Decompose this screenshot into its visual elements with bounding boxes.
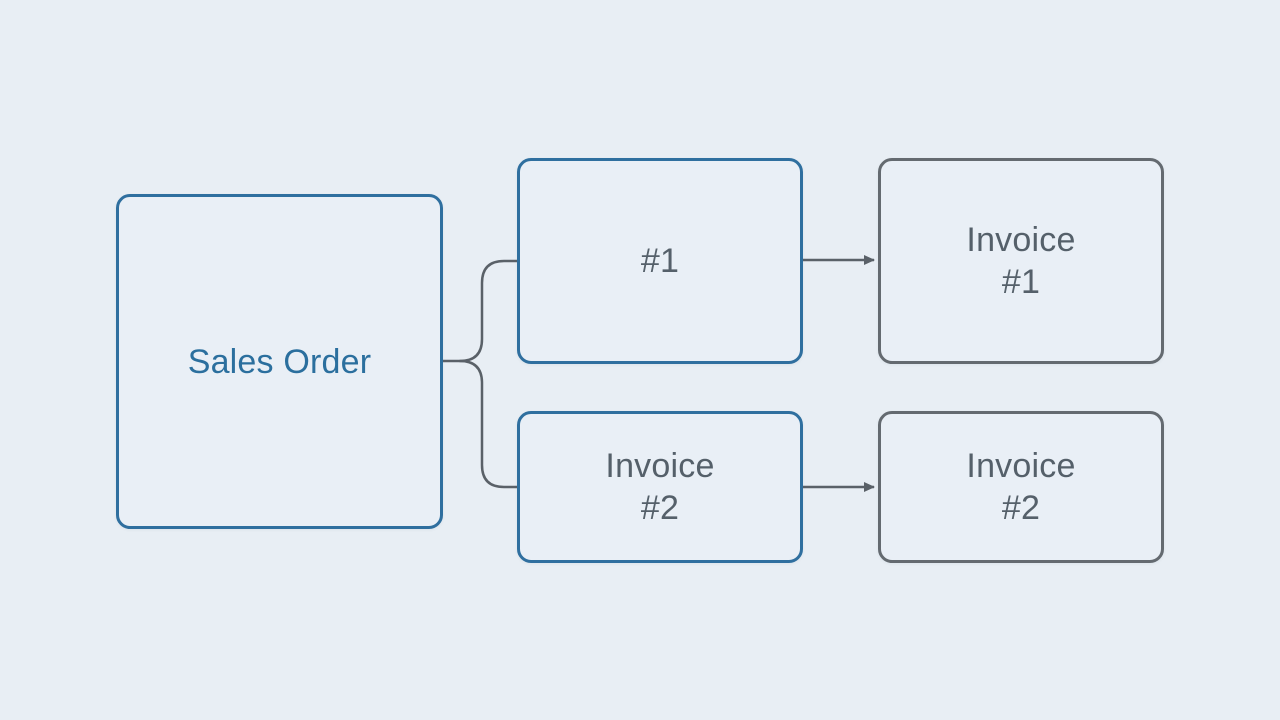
connector-sales-to-top-middle [441,259,519,363]
top-middle-node[interactable]: #1 [517,158,803,364]
invoice-2-number: #2 [1001,489,1041,527]
connector-sales-to-bottom-middle [458,359,519,489]
bottom-middle-title: Invoice [605,447,715,485]
invoice-2-node[interactable]: Invoice #2 [878,411,1164,563]
bottom-middle-node[interactable]: Invoice #2 [517,411,803,563]
invoice-1-title: Invoice [966,221,1076,259]
bottom-middle-number: #2 [640,489,680,527]
top-middle-number: #1 [640,242,680,280]
invoice-1-number: #1 [1001,263,1041,301]
invoice-2-title: Invoice [966,447,1076,485]
sales-order-node[interactable]: Sales Order [116,194,443,529]
sales-order-label: Sales Order [187,342,372,381]
invoice-1-node[interactable]: Invoice #1 [878,158,1164,364]
